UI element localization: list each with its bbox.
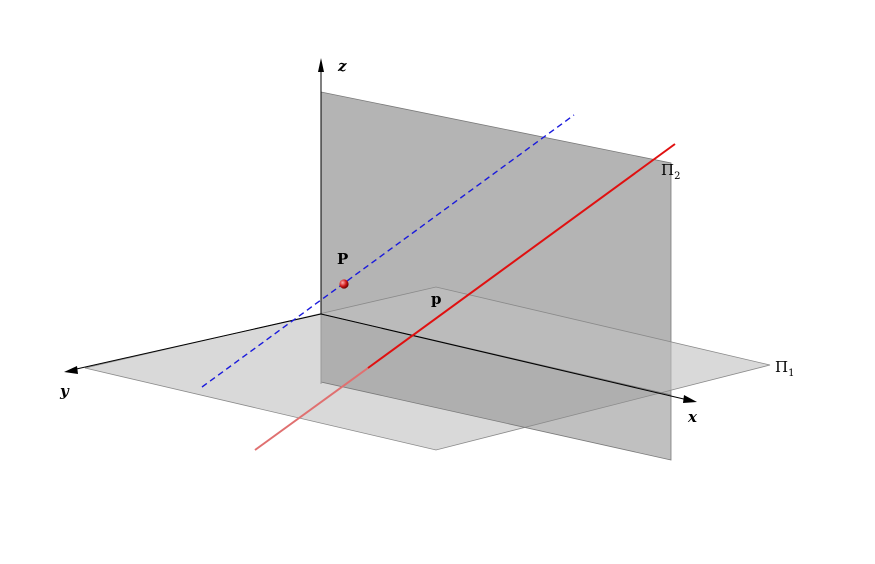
plane-pi2-label: Π2: [661, 161, 680, 182]
x-axis-label: x: [687, 408, 698, 426]
red-line-lower: [254, 367, 369, 451]
plane-pi1-label: Π1: [775, 358, 794, 379]
blue-dashed-line: [201, 114, 575, 388]
y-axis: [71, 313, 322, 371]
y-axis-label: y: [59, 382, 70, 400]
point-p-trace-label: p: [431, 290, 442, 308]
red-line-upper: [367, 143, 676, 369]
z-axis-arrow: [318, 58, 324, 72]
y-axis-arrow: [64, 366, 78, 374]
x-axis: [320, 313, 689, 401]
z-axis-label: z: [337, 57, 347, 75]
x-axis-arrow: [683, 395, 697, 403]
point-p-ball: [339, 279, 349, 289]
point-P-label: P: [337, 250, 348, 268]
